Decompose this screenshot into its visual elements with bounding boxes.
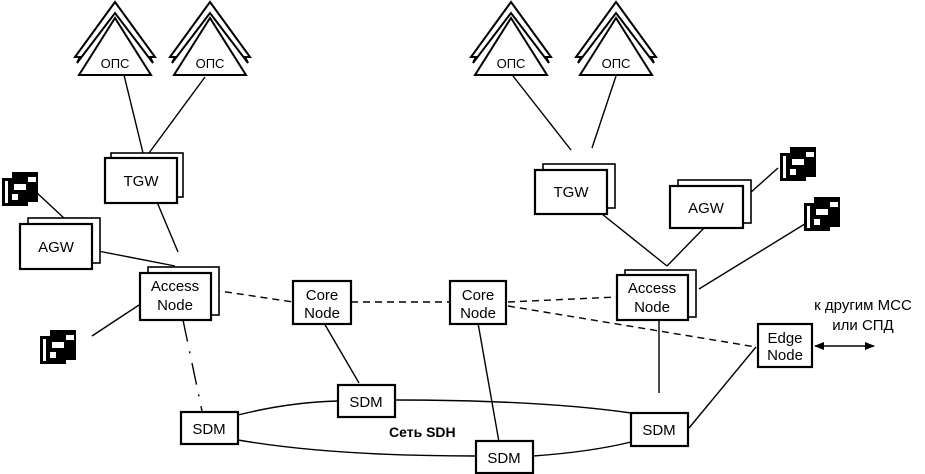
link-agw-left-access-left	[97, 250, 176, 267]
core-label-line1: Core	[306, 287, 339, 304]
core-label-line1: Core	[462, 287, 495, 304]
exchange-triangle-icon	[73, 0, 157, 76]
node-box	[629, 411, 690, 448]
node-box	[179, 410, 240, 446]
ops-exchange-2: ОПС	[168, 0, 252, 76]
link-phone-left-bottom-access-left	[91, 304, 140, 337]
link-ops4-tgw-right	[591, 75, 617, 149]
sdh-ring-label: Сеть SDH	[389, 424, 456, 440]
phone-icon	[780, 147, 816, 181]
node-box	[448, 279, 508, 326]
sdm-label: SDM	[487, 450, 520, 467]
ops-label: ОПС	[196, 56, 225, 71]
connections	[35, 74, 875, 457]
access-label-line1: Access	[628, 280, 676, 297]
phone-left-bottom	[40, 330, 76, 364]
node-box	[474, 439, 535, 474]
access-node-right: Access Node	[615, 269, 697, 322]
access-label-line2: Node	[634, 299, 670, 316]
phone-right-bottom	[804, 197, 840, 231]
tgw-label: TGW	[554, 184, 590, 201]
sdh-ring-top-right	[394, 399, 632, 414]
exchange-triangle-icon	[574, 0, 658, 76]
edge-node: Edge Node	[756, 322, 814, 369]
link-agw-right-access-right	[666, 226, 706, 267]
sdm-label: SDM	[642, 422, 675, 439]
node-box	[138, 271, 213, 322]
edge-label-line1: Edge	[767, 330, 802, 347]
tgw-left-node: TGW	[103, 152, 184, 205]
sdm-top-node: SDM	[336, 383, 397, 419]
agw-right-node: AGW	[668, 179, 752, 230]
ops-exchange-3: ОПС	[469, 0, 553, 76]
phone-left-top	[2, 172, 38, 206]
core-node-right: Core Node	[448, 279, 508, 326]
agw-left-node: AGW	[18, 217, 101, 271]
node-box	[103, 156, 179, 205]
ops-label: ОПС	[101, 56, 130, 71]
link-access-left-core-left	[212, 289, 294, 303]
link-tgw-left-access-left	[156, 201, 179, 253]
phone-icon	[40, 330, 76, 364]
access-label-line2: Node	[157, 297, 193, 314]
sdm-label: SDM	[349, 394, 382, 411]
agw-label: AGW	[688, 200, 725, 217]
exchange-triangle-icon	[469, 0, 553, 76]
node-box	[291, 279, 353, 326]
link-core-right-edge	[507, 305, 757, 348]
sdh-ring-bottom-right	[532, 441, 632, 457]
link-ops2-tgw-left	[148, 76, 206, 154]
node-box	[615, 273, 690, 322]
ops-exchange-4: ОПС	[574, 0, 658, 76]
link-ops1-tgw-left	[123, 74, 144, 154]
node-box	[336, 383, 397, 419]
phone-icon	[804, 197, 840, 231]
sdm-bottom-node: SDM	[474, 439, 535, 474]
link-ops3-tgw-right	[512, 75, 572, 151]
tgw-right-node: TGW	[533, 163, 616, 216]
access-label-line1: Access	[151, 278, 199, 295]
access-node-left: Access Node	[138, 266, 220, 322]
exchange-triangle-icon	[168, 0, 252, 76]
link-phone-right-top-agw-right	[749, 167, 779, 194]
node-box	[533, 168, 609, 216]
link-phone-right-bottom-access-right	[698, 221, 809, 290]
core-label-line2: Node	[460, 305, 496, 322]
sdh-ring-top-left	[237, 400, 339, 416]
ops-label: ОПС	[602, 56, 631, 71]
ops-exchange-1: ОПС	[73, 0, 157, 76]
phone-right-top	[780, 147, 816, 181]
link-core-right-sdm-bottom	[477, 322, 500, 443]
link-tgw-right-access-right	[601, 213, 668, 267]
sdm-left-node: SDM	[179, 410, 240, 446]
tgw-label: TGW	[124, 173, 160, 190]
node-box	[756, 322, 814, 369]
link-phone-left-top-agw-left	[35, 191, 66, 220]
sdm-right-node: SDM	[629, 411, 690, 448]
link-sdm-right-edge	[688, 346, 757, 429]
external-note-line1: к другим МСС	[814, 297, 912, 314]
node-box	[668, 184, 745, 230]
link-access-left-sdm-left	[182, 319, 203, 412]
link-core-left-sdm-top	[323, 322, 360, 384]
sdh-ring-bottom-left	[237, 439, 476, 457]
external-note-line2: или СПД	[832, 317, 893, 334]
core-node-left: Core Node	[291, 279, 353, 326]
link-core-right-access-right	[507, 296, 618, 303]
agw-label: AGW	[38, 239, 75, 256]
sdm-label: SDM	[192, 421, 225, 438]
node-box	[18, 222, 94, 271]
phone-icon	[2, 172, 38, 206]
ops-label: ОПС	[497, 56, 526, 71]
core-label-line2: Node	[304, 305, 340, 322]
edge-label-line2: Node	[767, 347, 803, 364]
